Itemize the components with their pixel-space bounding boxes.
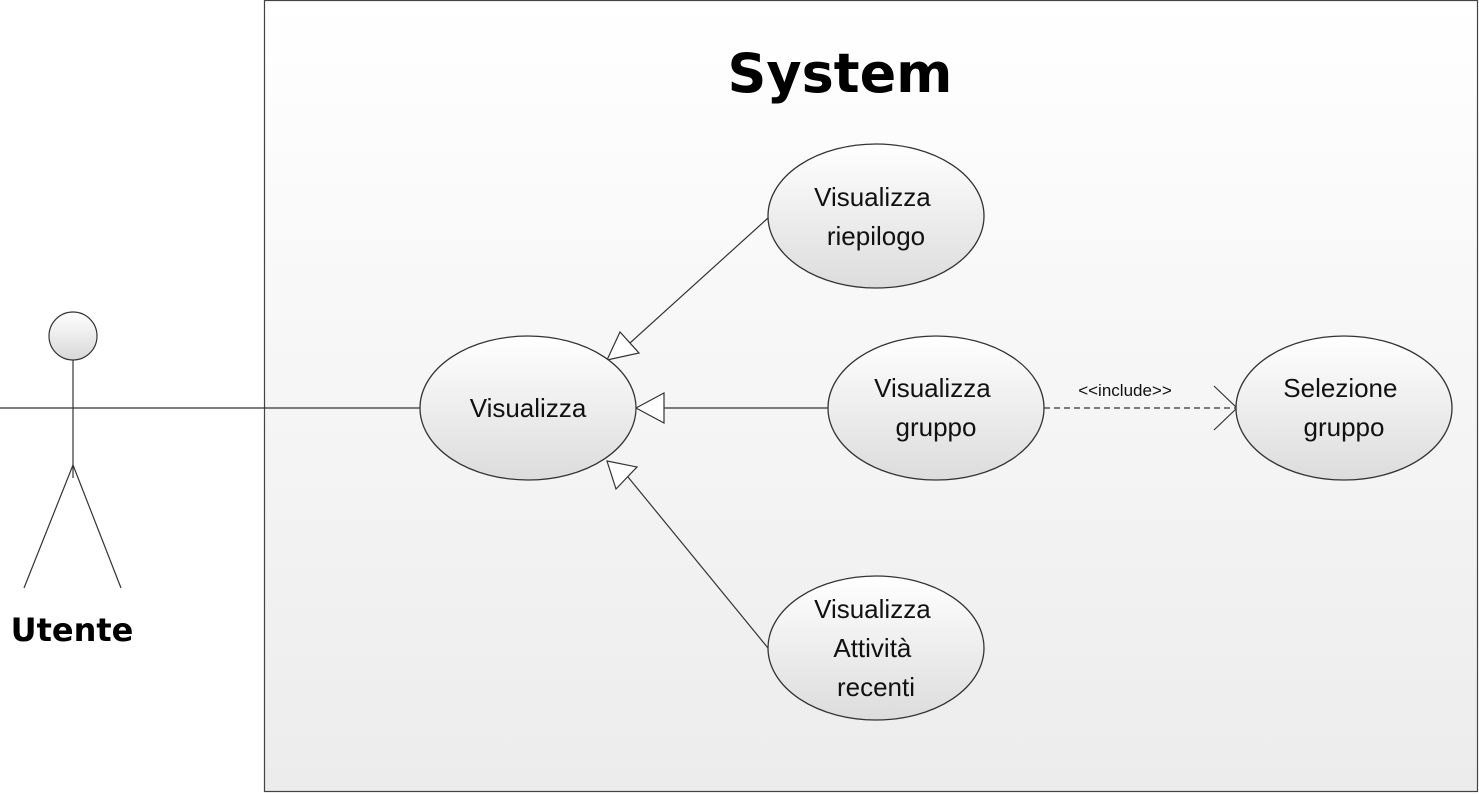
use-case-visualizza-riepilogo[interactable]: Visualizza riepilogo: [767, 143, 985, 289]
generalization-arrowhead: [606, 460, 639, 491]
actor-leg-left: [23, 464, 74, 589]
use-case-visualizza[interactable]: Visualizza: [419, 335, 637, 481]
include-label: <<include>>: [1078, 381, 1172, 400]
use-case-label: Visualizza gruppo: [874, 373, 998, 442]
use-case-selezione-gruppo[interactable]: Selezione gruppo: [1235, 335, 1453, 481]
use-case-label: Visualizza riepilogo: [814, 182, 938, 251]
system-title: System: [728, 42, 953, 105]
generalization-arrowhead: [634, 391, 665, 425]
actor-utente[interactable]: Utente: [11, 311, 134, 649]
generalization-arrowhead: [605, 330, 641, 361]
use-case-label: Selezione gruppo: [1283, 373, 1404, 442]
actor-leg-right: [72, 464, 122, 589]
generalization-attivita: [627, 476, 769, 649]
actor-label: Utente: [11, 611, 134, 649]
use-case-label: Visualizza: [470, 393, 587, 423]
use-case-visualizza-attivita-recenti[interactable]: Visualizza Attività recenti: [767, 575, 985, 721]
use-case-visualizza-gruppo[interactable]: Visualizza gruppo: [827, 335, 1045, 481]
generalization-riepilogo: [629, 217, 769, 344]
actor-head: [48, 311, 98, 361]
use-case-label: Visualizza Attività recenti: [814, 594, 938, 702]
